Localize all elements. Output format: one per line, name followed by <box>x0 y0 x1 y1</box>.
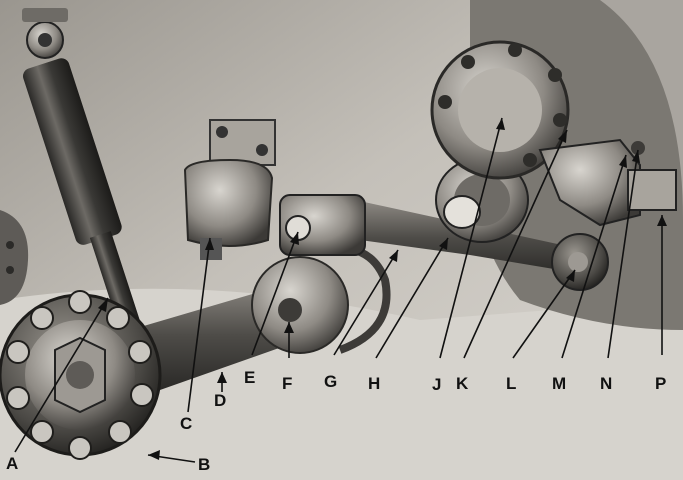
label-k: K <box>456 374 469 393</box>
label-g: G <box>324 372 338 391</box>
label-d: D <box>214 391 227 410</box>
label-f: F <box>282 374 293 393</box>
label-b: B <box>198 455 211 474</box>
label-m: M <box>552 374 567 393</box>
label-a: A <box>6 454 19 473</box>
label-p: P <box>655 374 667 393</box>
label-j: J <box>432 375 442 394</box>
label-c: C <box>180 414 193 433</box>
label-l: L <box>506 374 517 393</box>
label-n: N <box>600 374 613 393</box>
label-h: H <box>368 374 381 393</box>
label-e: E <box>244 368 256 387</box>
